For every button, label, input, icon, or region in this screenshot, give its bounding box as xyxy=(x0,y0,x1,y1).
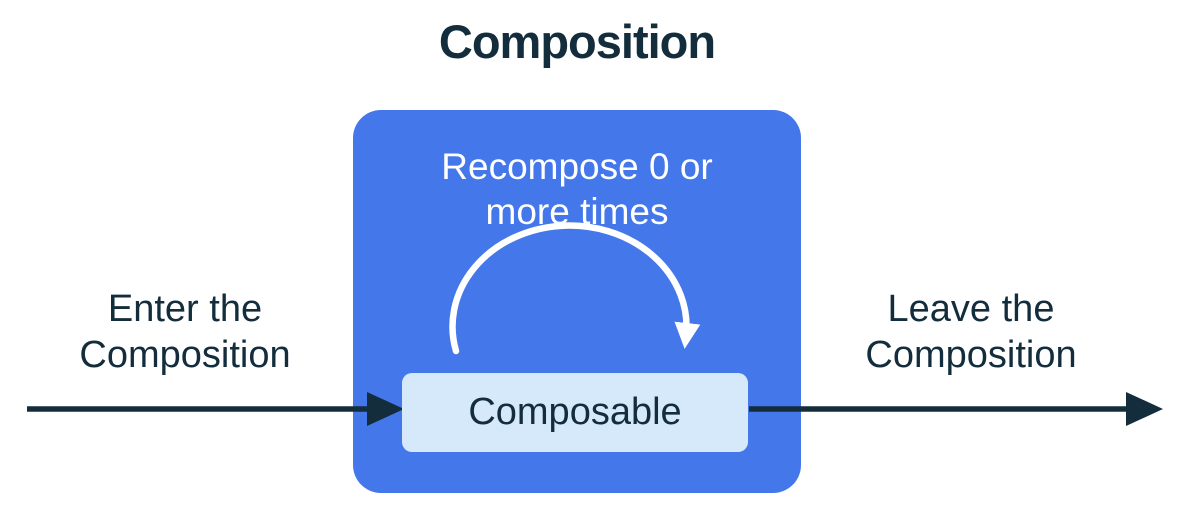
diagram-title: Composition xyxy=(438,15,716,68)
composable-label: Composable xyxy=(468,391,682,433)
recompose-arc-icon xyxy=(449,222,701,355)
composable-node: Composable xyxy=(402,373,748,452)
leave-label: Leave the Composition xyxy=(865,288,1077,376)
enter-arrow-icon xyxy=(27,392,404,426)
recompose-label: Recompose 0 or more times xyxy=(441,146,713,232)
leave-arrow-icon xyxy=(749,392,1163,426)
enter-label: Enter the Composition xyxy=(79,288,291,376)
